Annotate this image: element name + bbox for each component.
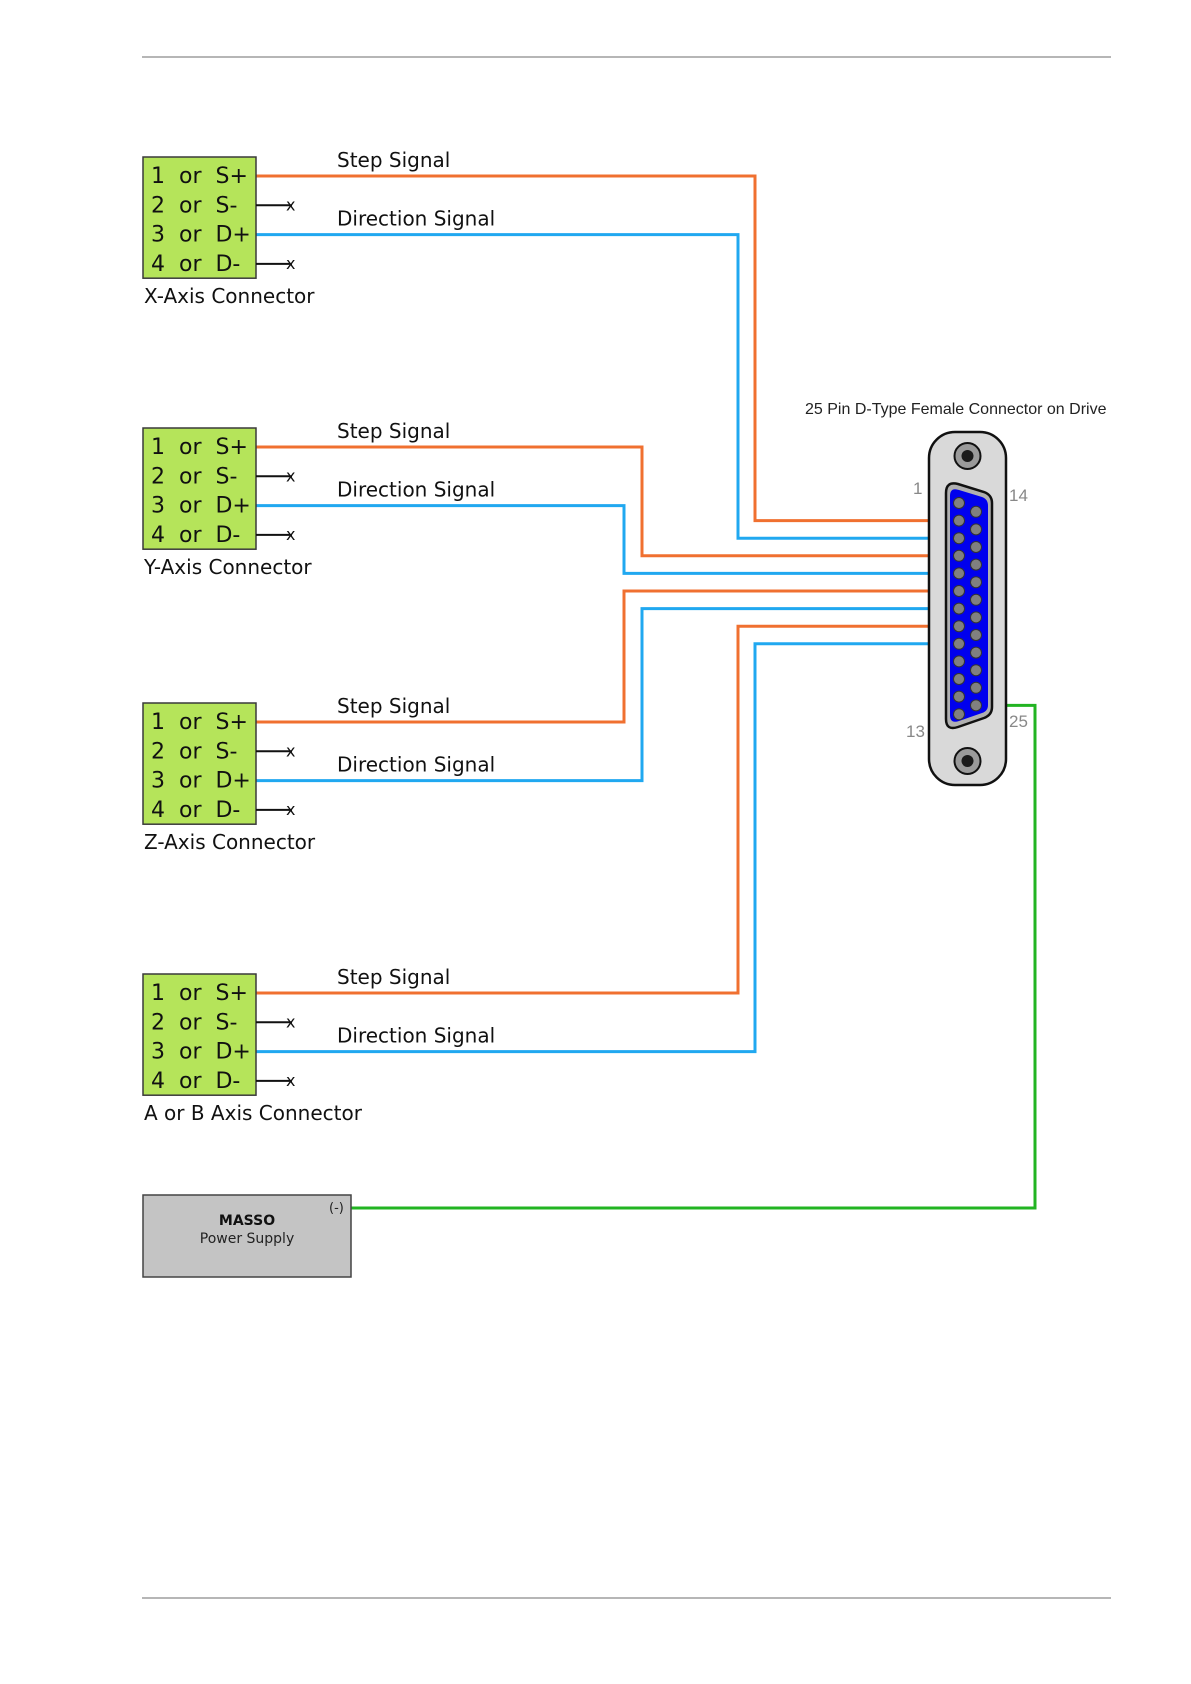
connector-caption: X-Axis Connector [144,284,315,308]
dsub-25-connector: 25 Pin D-Type Female Connector on Drive … [805,401,1107,787]
step-signal-label: Step Signal [337,148,450,172]
no-connect-marker: x [286,1071,295,1090]
pin-label-13: 13 [906,722,925,741]
power-supply-negative-terminal: (-) [329,1201,344,1216]
power-supply-title: MASSO [219,1213,275,1229]
terminal-label: 2 or S- [151,193,237,218]
mount-hole-top [953,442,982,470]
direction-signal-label: Direction Signal [337,1024,495,1048]
pin-11 [953,673,965,685]
direction-signal-label: Direction Signal [337,207,495,231]
direction-wire [256,642,959,1054]
pin-20 [970,611,982,624]
direction-wire [256,607,959,783]
no-connect-marker: x [286,741,295,760]
terminal-label: 4 or D- [151,1069,240,1094]
pin-17 [970,558,982,571]
pin-18 [970,576,982,589]
power-supply-box [142,1194,352,1278]
step-signal-label: Step Signal [337,419,450,443]
pin-6 [953,585,965,597]
axis-connector: 1 or S+ 2 or S- 3 or D+ 4 or D-x x Step Signa… [142,694,495,854]
axis-connector: 1 or S+ 2 or S- 3 or D+ 4 or D-x x Step Signa… [142,419,495,579]
direction-signal-label: Direction Signal [337,753,495,777]
connector-caption: Z-Axis Connector [144,830,316,854]
no-connect-marker: x [286,195,295,214]
pin-9 [953,637,965,650]
pin-10 [953,655,965,668]
pin-label-14: 14 [1009,486,1028,505]
dsub-title: 25 Pin D-Type Female Connector on Drive [805,401,1107,418]
terminal-block [142,702,257,825]
connector-caption: A or B Axis Connector [144,1101,363,1125]
power-supply-subtitle: Power Supply [200,1231,295,1247]
step-wire [256,445,959,558]
pin-5 [953,567,965,580]
terminal-label: 4 or D- [151,523,240,548]
no-connect-marker: x [286,525,295,544]
terminal-label: 4 or D- [151,252,240,277]
terminal-label: 1 or S+ [151,435,248,460]
terminal-block [142,156,257,279]
pin-label-1: 1 [913,479,922,498]
pin-21 [970,629,982,641]
pin-14 [970,505,982,518]
terminal-label: 4 or D- [151,798,240,823]
terminal-label: 3 or D+ [151,769,251,794]
pin-12 [953,690,965,703]
pin-label-25: 25 [1009,712,1028,731]
power-supply: MASSO Power Supply (-) [142,1194,352,1278]
axis-connector: 1 or S+ 2 or S- 3 or D+ 4 or D-x x Step Signa… [142,965,495,1125]
terminal-label: 2 or S- [151,1010,237,1035]
step-wire [256,624,959,995]
mount-hole-bottom [953,747,982,775]
axis-connector: 1 or S+ 2 or S- 3 or D+ 4 or D-x x Step Signa… [142,148,495,308]
step-signal-label: Step Signal [337,694,450,718]
terminal-label: 2 or S- [151,739,237,764]
pin-19 [970,593,982,606]
terminal-label: 1 or S+ [151,164,248,189]
step-wire [256,174,959,523]
pin-22 [970,646,982,659]
wires-layer [256,174,1037,1210]
direction-wire [256,504,959,575]
terminal-label: 3 or D+ [151,223,251,248]
no-connect-marker: x [286,1012,295,1031]
pin-15 [970,523,982,536]
pin-2 [953,514,965,527]
step-signal-label: Step Signal [337,965,450,989]
pin-3 [953,532,965,545]
pin-16 [970,541,982,553]
pin-4 [953,549,965,562]
pin-25 [970,699,982,712]
terminal-label: 1 or S+ [151,981,248,1006]
no-connect-marker: x [286,254,295,273]
terminal-block [142,973,257,1096]
terminal-label: 3 or D+ [151,494,251,519]
pin-24 [970,681,982,694]
terminal-label: 2 or S- [151,464,237,489]
pin-23 [970,664,982,677]
terminal-block [142,427,257,550]
no-connect-marker: x [286,466,295,485]
pin-8 [953,620,965,633]
pin-7 [953,602,965,615]
dsub-pins [953,497,982,721]
no-connect-marker: x [286,800,295,819]
direction-signal-label: Direction Signal [337,478,495,502]
pin-13 [953,708,965,721]
connector-caption: Y-Axis Connector [143,555,312,579]
pin-1 [953,497,965,509]
direction-wire [256,233,959,540]
terminal-label: 1 or S+ [151,710,248,735]
step-wire [256,589,959,724]
terminal-label: 3 or D+ [151,1040,251,1065]
